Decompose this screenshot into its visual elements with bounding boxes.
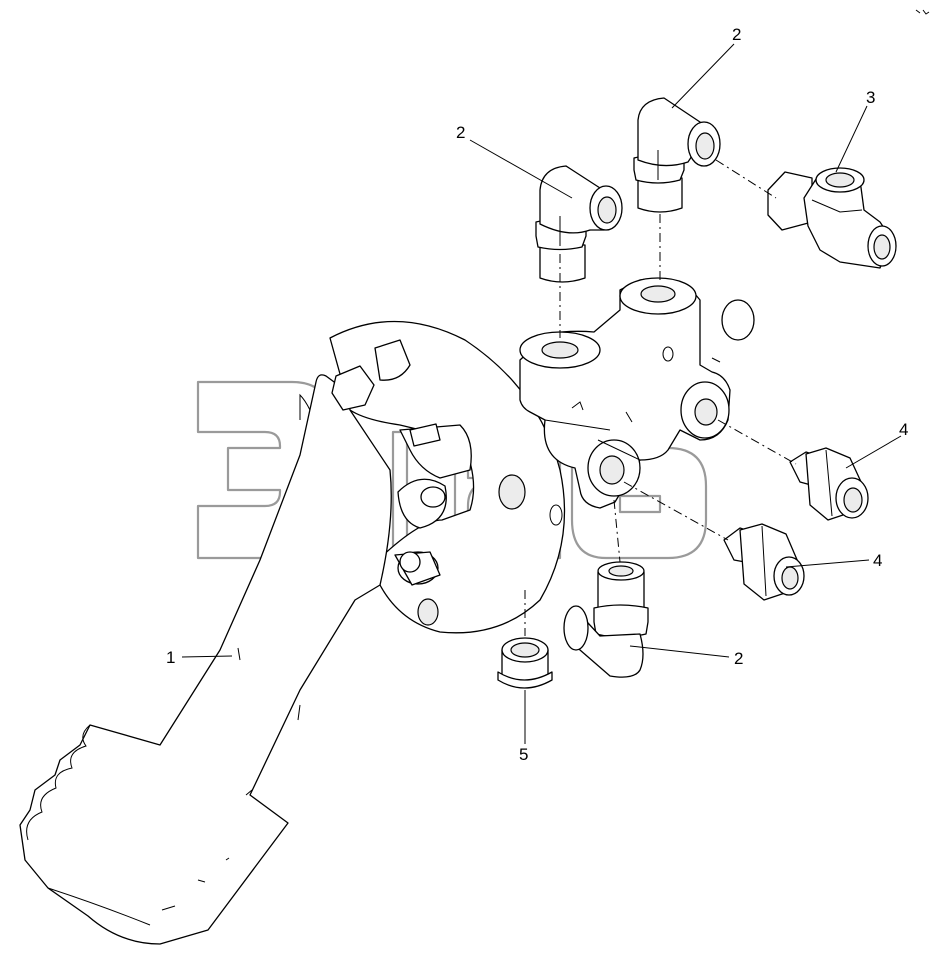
valve-body bbox=[519, 277, 755, 509]
callout-elbow-bottom: 2 bbox=[734, 649, 743, 668]
tee-fitting bbox=[767, 167, 897, 269]
elbow-fitting-bottom bbox=[563, 561, 649, 678]
corner-reference-mark bbox=[915, 9, 930, 15]
callout-nut-lower: 4 bbox=[873, 551, 882, 570]
callout-pedal: 1 bbox=[166, 648, 175, 667]
callout-labels: 1 2 2 3 4 4 2 5 bbox=[166, 25, 908, 764]
nut-fitting-lower bbox=[723, 523, 805, 601]
callout-leaders bbox=[181, 43, 902, 744]
callout-tee: 3 bbox=[866, 88, 875, 107]
assembly-lines bbox=[524, 159, 797, 636]
callout-elbow-left: 2 bbox=[456, 123, 465, 142]
callout-bushing: 5 bbox=[519, 745, 528, 764]
callout-nut-upper: 4 bbox=[899, 420, 908, 439]
nut-fitting-upper bbox=[789, 447, 869, 521]
callout-elbow-top: 2 bbox=[732, 25, 741, 44]
elbow-fitting-top bbox=[633, 97, 721, 213]
bushing-part bbox=[497, 637, 553, 689]
elbow-fitting-left bbox=[535, 165, 623, 283]
pedal-part bbox=[19, 320, 566, 945]
